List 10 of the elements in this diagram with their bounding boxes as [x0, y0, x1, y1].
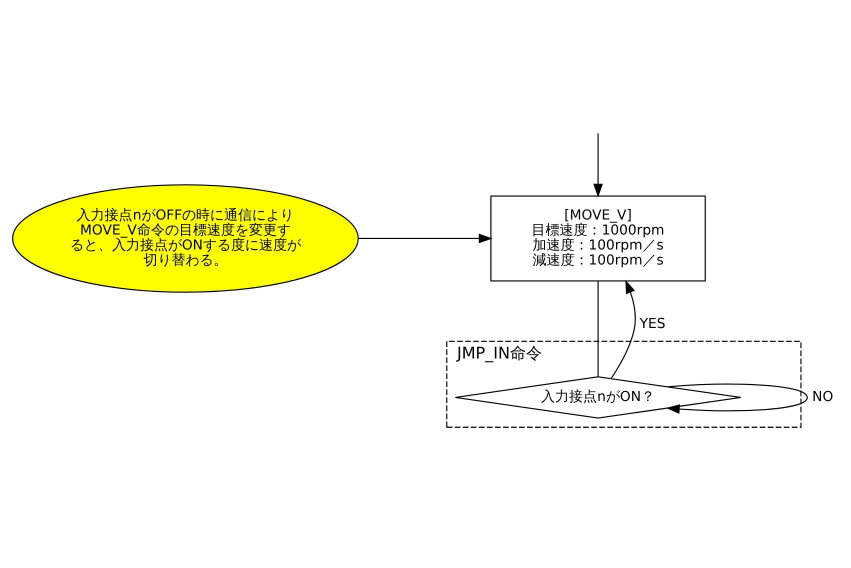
node-box: [MOVE_V] 目標速度：1000rpm 加速度：100rpm／s 減速度：100rpm／s: [490, 195, 706, 281]
arrow: [610, 279, 636, 378]
edge-label: NO: [812, 388, 834, 404]
node-diamond: 入力接点nがON？: [454, 376, 742, 418]
arrow: [358, 233, 493, 243]
connector: [598, 280, 599, 376]
node-ellipse: 入力接点nがOFFの時に通信によりMOVE_V命令の目標速度を変更すると、入力接点がONする度に速度が切り替わる。: [12, 184, 359, 292]
edge-label: YES: [640, 316, 666, 332]
arrow: [666, 383, 808, 414]
arrow: [593, 133, 603, 198]
